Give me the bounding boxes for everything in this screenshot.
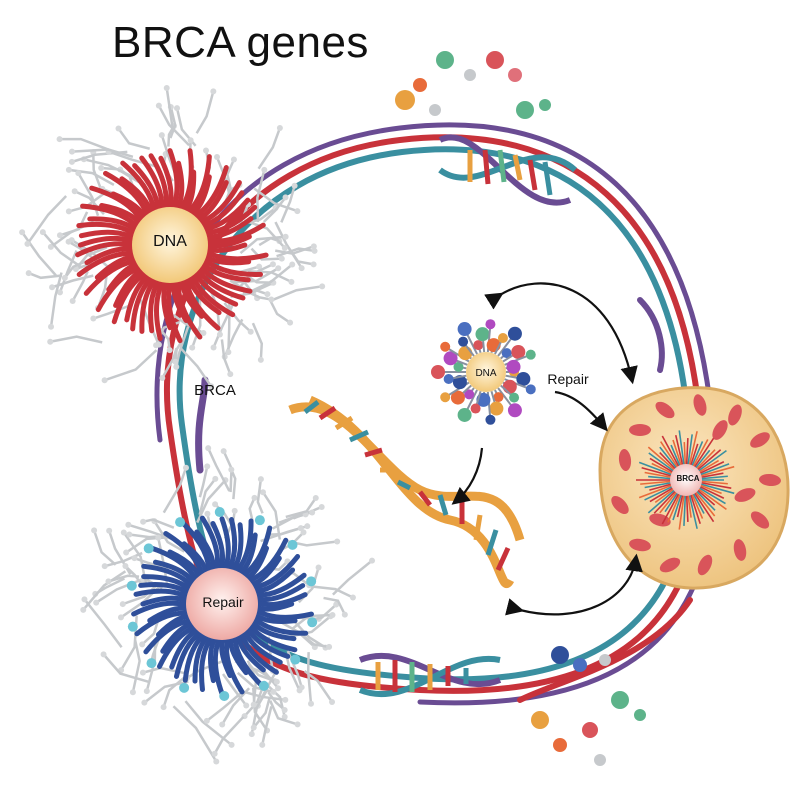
dna-sphere-label: DNA — [153, 233, 187, 250]
cell — [598, 386, 790, 590]
arrow-molecule-to-helix — [451, 447, 484, 505]
dna-sphere — [19, 84, 326, 390]
repair-arrow-label: Repair — [547, 371, 589, 387]
arrows — [451, 282, 643, 616]
brca-strand-segment — [195, 376, 209, 474]
repair-sphere-label: Repair — [202, 594, 244, 610]
page-title: BRCA genes — [112, 18, 369, 67]
protein-cluster-top — [395, 51, 551, 119]
repair-sphere — [80, 445, 376, 765]
protein-cluster-bottom — [531, 646, 646, 766]
bottom-helix — [358, 652, 502, 698]
brca-cell-label: BRCA — [676, 474, 700, 483]
gray-mesh — [19, 84, 326, 390]
dna-molecule-label: DNA — [475, 368, 497, 379]
purple-tail — [637, 297, 665, 373]
repair-core — [186, 568, 258, 640]
brca-cell-core — [670, 464, 702, 496]
arrow-helix-to-cell — [505, 553, 643, 616]
top-helix — [438, 134, 577, 206]
arrow-repair — [554, 390, 608, 432]
central-helix — [288, 395, 525, 588]
arrow-dna-to-cell — [484, 282, 638, 385]
dna-core — [132, 207, 208, 283]
brca-strand-label: BRCA — [194, 382, 236, 399]
